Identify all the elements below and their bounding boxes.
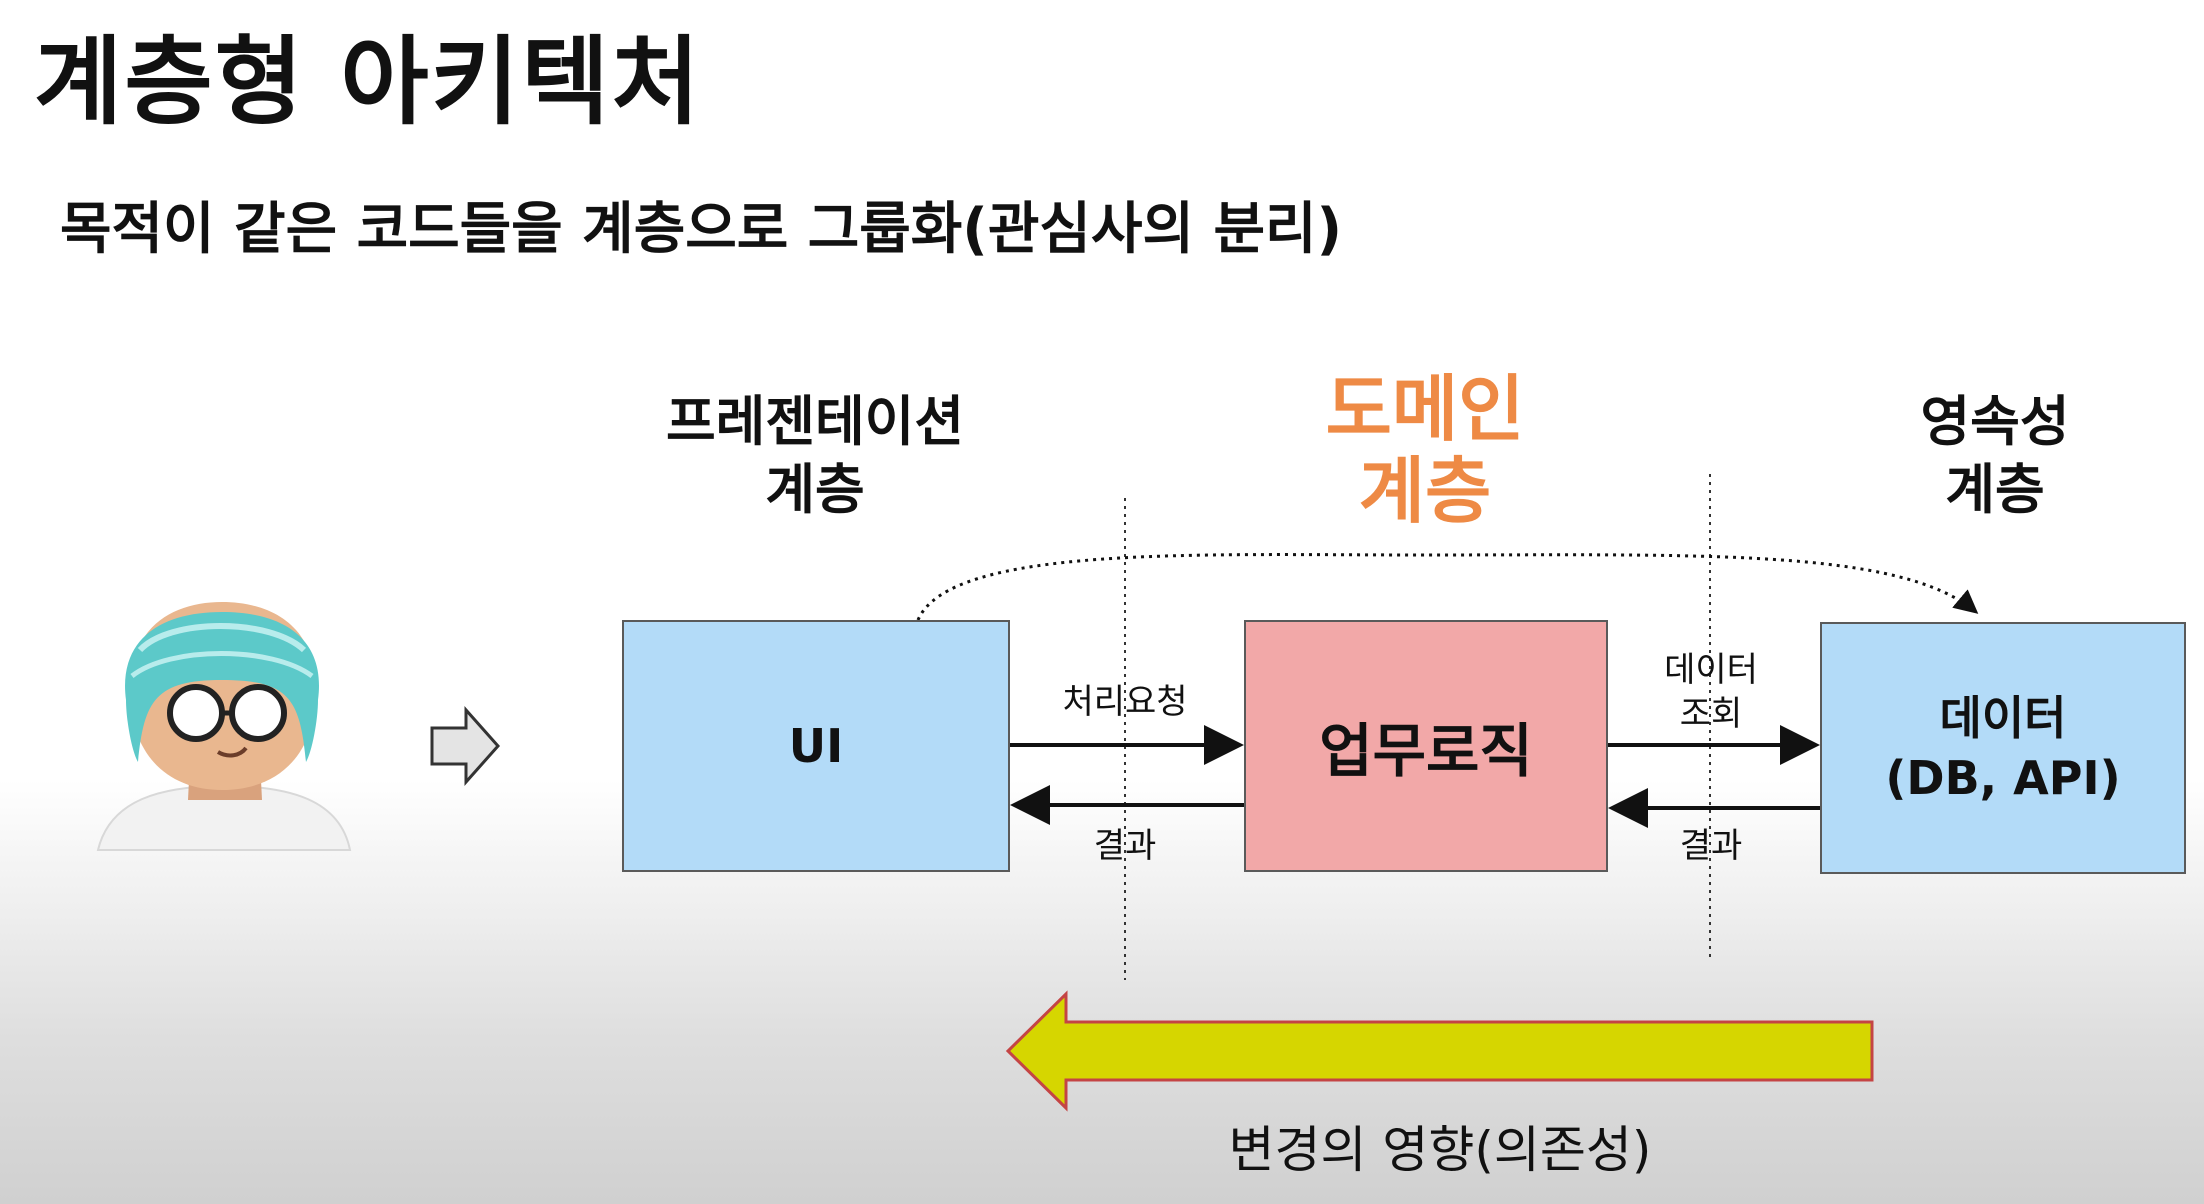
result-label-left: 결과 — [1093, 826, 1157, 866]
business-logic-box: 업무로직 — [1244, 620, 1608, 872]
result-label-right: 결과 — [1679, 826, 1743, 866]
domain-layer-name: 도메인 — [1325, 367, 1525, 451]
persistence-layer-label: 영속성 계층 — [1860, 388, 2130, 524]
request-label: 처리요청 — [1062, 682, 1188, 722]
persistence-layer-suffix: 계층 — [1945, 458, 2045, 521]
user-avatar-icon — [96, 602, 352, 851]
presentation-layer-label: 프레젠테이션 계층 — [600, 388, 1030, 524]
impact-arrow — [1005, 990, 1874, 1112]
domain-layer-label: 도메인 계층 — [1280, 368, 1570, 532]
domain-layer-suffix: 계층 — [1358, 449, 1492, 533]
page-title: 계층형 아키텍처 — [34, 26, 702, 138]
presentation-layer-suffix: 계층 — [765, 458, 865, 521]
data-box-label: 데이터 — [1939, 691, 2067, 745]
ui-box-label: UI — [788, 719, 844, 773]
query-label: 데이터 조회 — [1636, 648, 1786, 736]
data-box-sublabel: (DB, API) — [1885, 751, 2121, 805]
presentation-layer-name: 프레젠테이션 — [665, 390, 965, 453]
ui-box: UI — [622, 620, 1010, 872]
persistence-layer-name: 영속성 — [1920, 390, 2070, 453]
page-subtitle: 목적이 같은 코드들을 계층으로 그룹화(관심사의 분리) — [60, 197, 1343, 262]
dotted-bypass-arrow — [916, 553, 1979, 621]
query-label-line2: 조회 — [1679, 694, 1743, 734]
data-box: 데이터 (DB, API) — [1820, 622, 2186, 874]
impact-label: 변경의 영향(의존성) — [1228, 1121, 1652, 1179]
business-logic-box-label: 업무로직 — [1319, 717, 1533, 785]
hollow-right-arrow-icon — [430, 706, 501, 786]
query-label-line1: 데이터 — [1664, 650, 1758, 690]
